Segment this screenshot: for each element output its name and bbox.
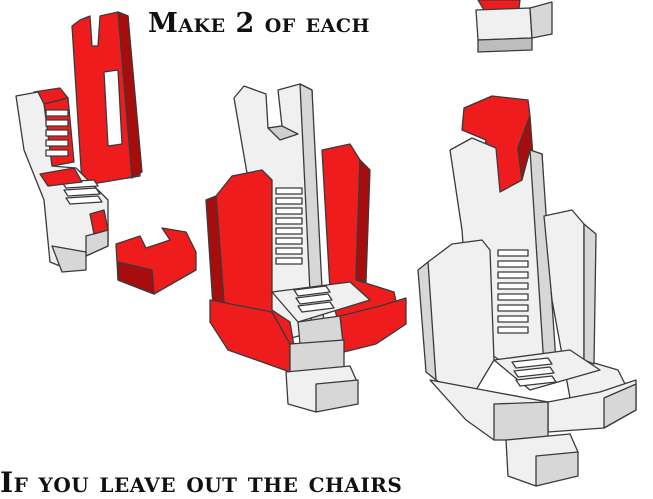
- assembled-seat-middle: [206, 84, 406, 412]
- bottom-caption: If you leave out the chairs: [0, 466, 402, 499]
- partial-part-top-right: [476, 0, 552, 52]
- exploded-red-bracket: [116, 228, 196, 294]
- top-caption: Make 2 of each: [148, 8, 370, 39]
- exploded-red-upright: [72, 12, 142, 184]
- assembled-seat-right: [418, 96, 636, 486]
